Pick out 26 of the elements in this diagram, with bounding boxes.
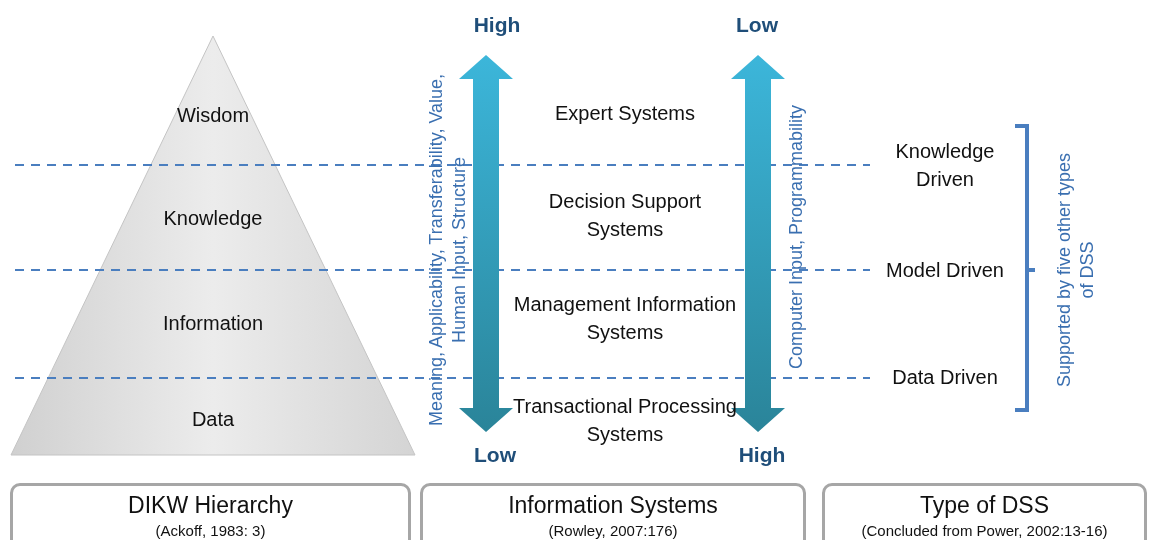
axis-label: Meaning, Applicability, Transferability, Value, Human Input, Structure [424, 72, 470, 429]
box-source: (Concluded from Power, 2002:13-16) [860, 522, 1109, 539]
system-label: Expert Systems [555, 101, 695, 126]
box-heading: Type of DSS [918, 492, 1051, 519]
caption-panel [10, 483, 411, 540]
box-heading: Information Systems [507, 492, 719, 519]
scale-label: High [473, 12, 521, 39]
caption-panel [420, 483, 806, 540]
level-label: Knowledge [163, 206, 263, 231]
caption-panel [822, 483, 1147, 540]
system-label: Management Information Systems [512, 292, 738, 345]
dss-type-label: Data Driven [892, 365, 998, 390]
dss-type-label: Model Driven [886, 258, 1004, 283]
scale-label: Low [736, 12, 778, 39]
box-heading: DIKW Hierarchy [127, 492, 294, 519]
axis-label: Computer Input, Programmability [784, 104, 807, 370]
level-label: Data [191, 407, 235, 432]
box-source: (Rowley, 2007:176) [547, 522, 679, 539]
scale-label: High [738, 442, 786, 469]
level-label: Information [162, 311, 264, 336]
bracket-label: Supported by five other types of DSS [1052, 151, 1097, 390]
dss-type-label: Knowledge Driven [894, 139, 996, 192]
system-label: Decision Support Systems [547, 189, 703, 242]
box-source: (Ackoff, 1983: 3) [154, 522, 267, 539]
level-label: Wisdom [176, 103, 250, 128]
pyramid [10, 35, 416, 456]
